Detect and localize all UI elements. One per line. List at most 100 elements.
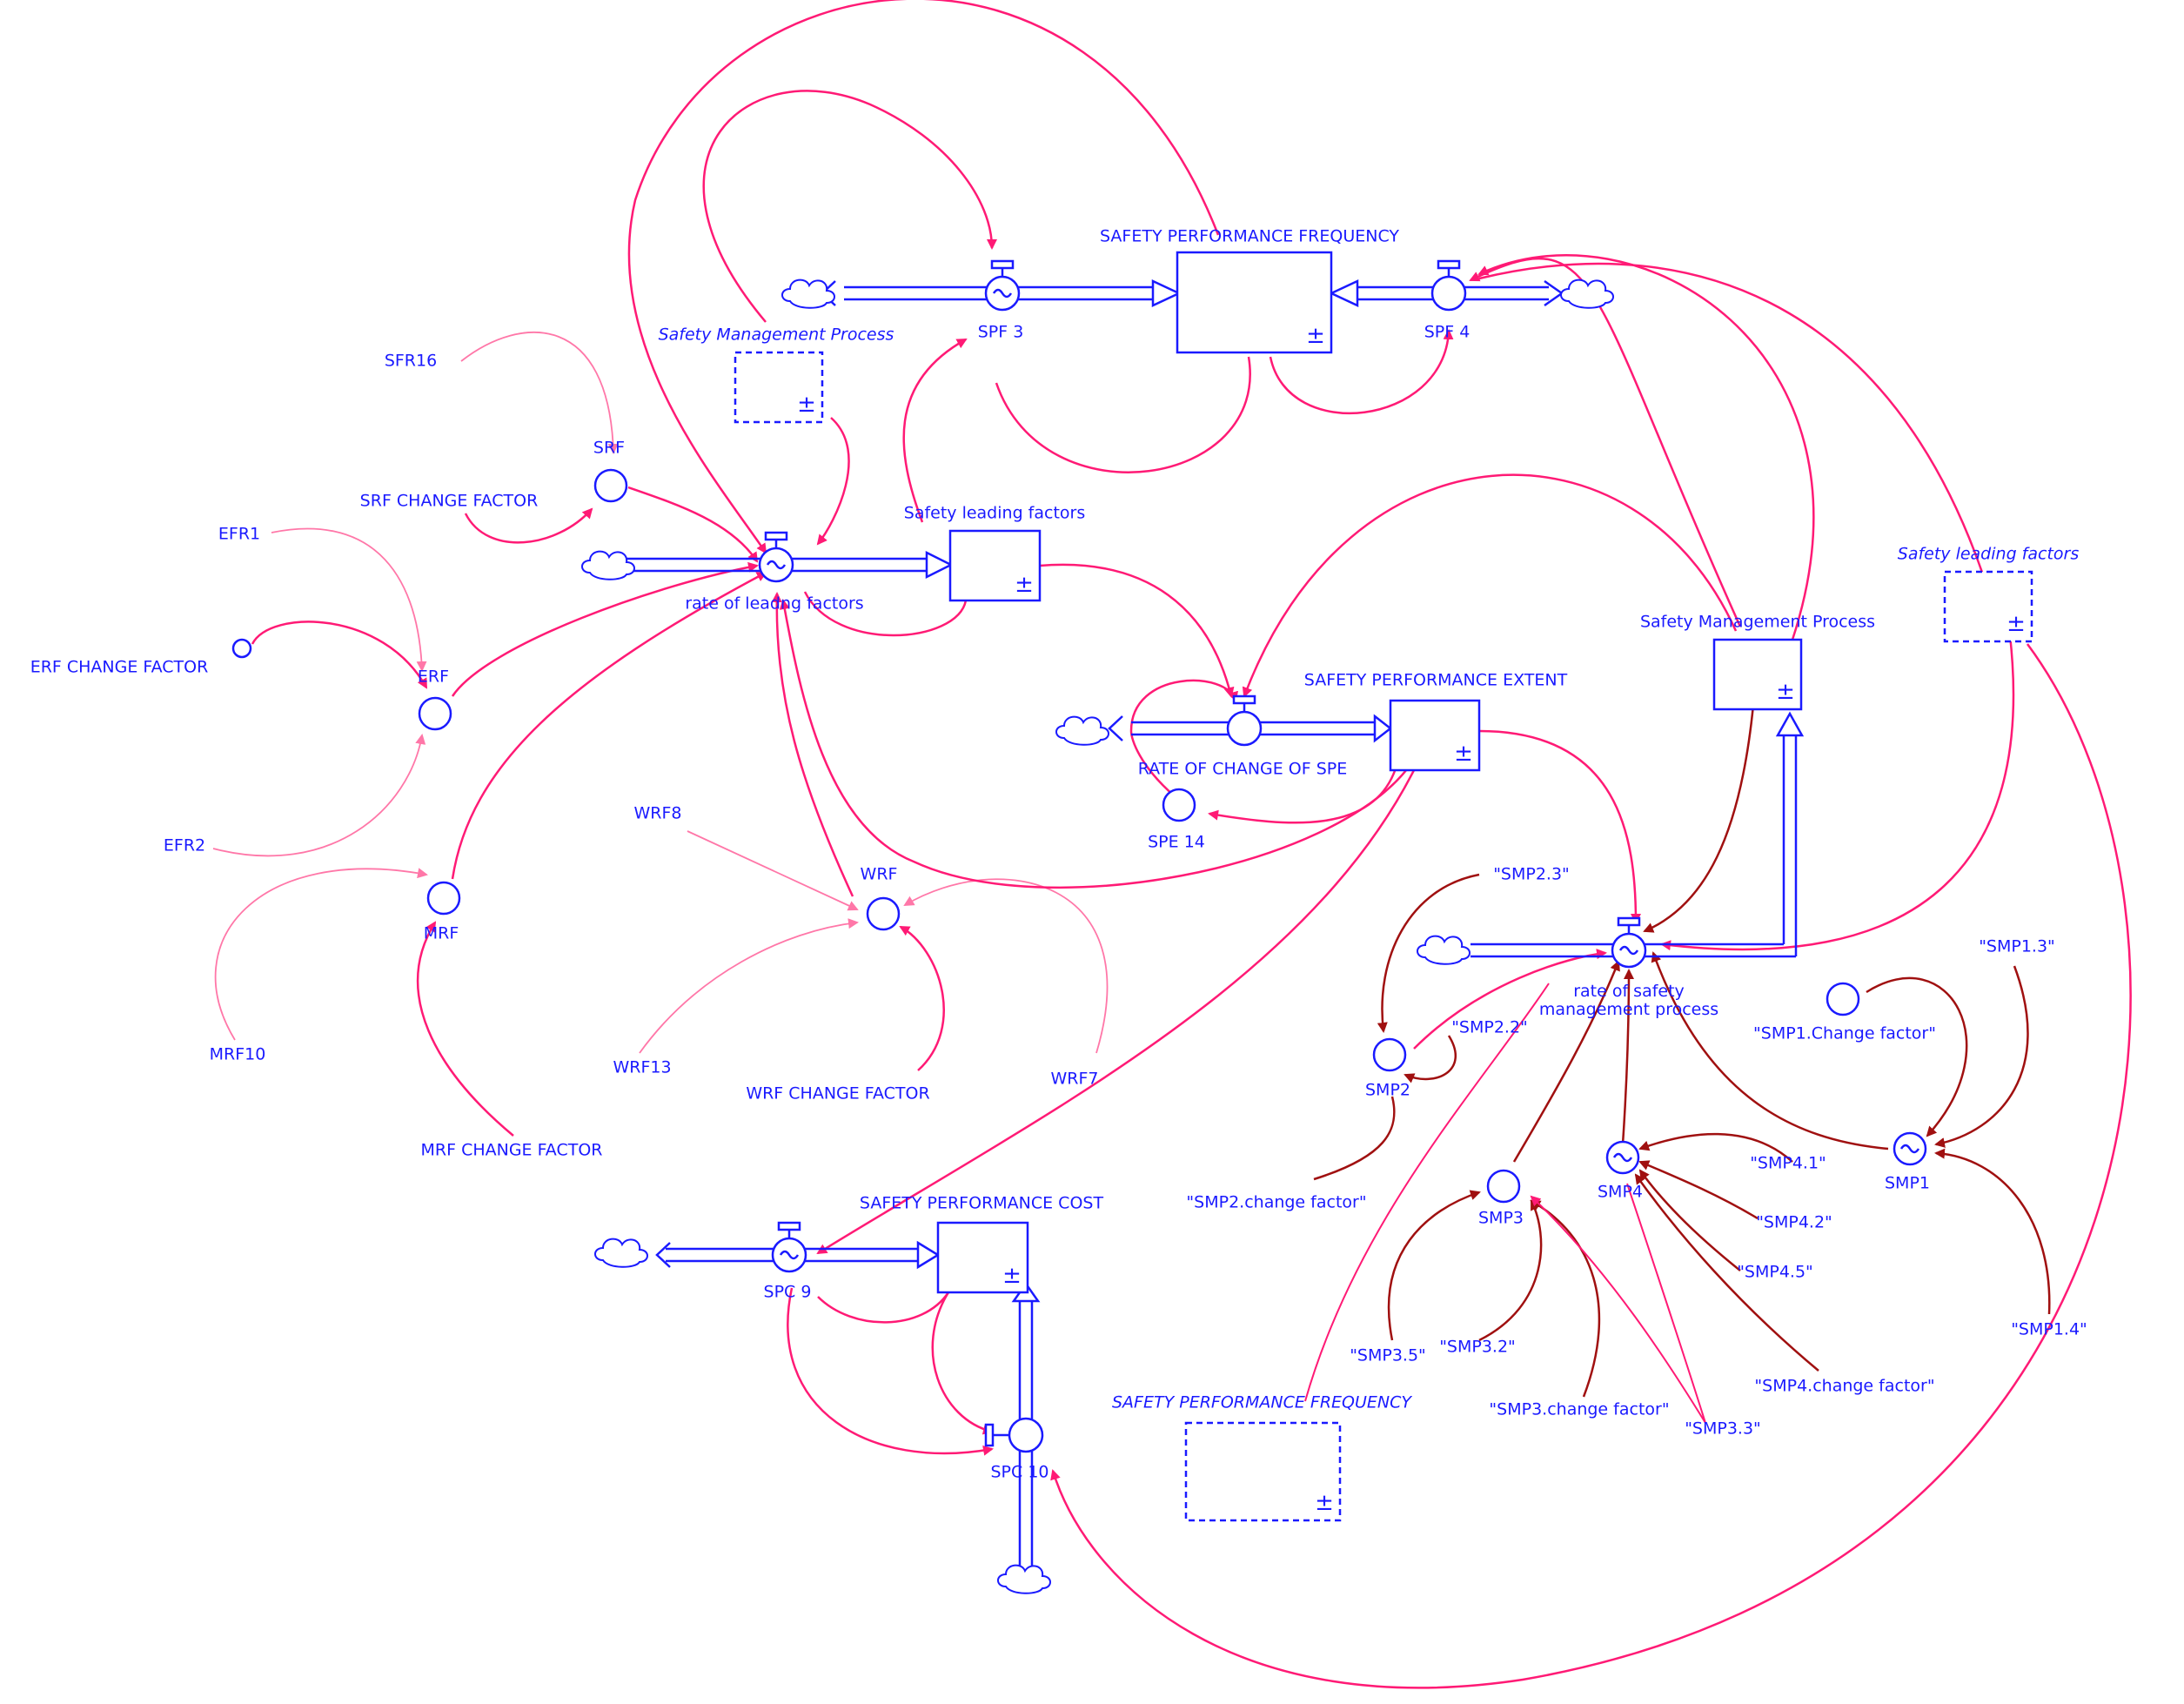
link-spe-to-spe14	[1208, 765, 1398, 824]
ghost-label-slf: Safety leading factors	[1897, 544, 2080, 564]
link-smp45-to-smp4	[1638, 1169, 1741, 1271]
link-wrf13-to-wrf	[639, 918, 859, 1054]
var-smp1-cf: "SMP1.Change factor"	[1753, 1023, 1936, 1043]
link-srfcf-to-srf	[464, 507, 593, 544]
valve-rcspe	[1226, 694, 1263, 747]
var-mrf-cf: MRF CHANGE FACTOR	[420, 1140, 603, 1160]
aux-wrf	[866, 896, 901, 931]
link-smp13-to-smp1	[1934, 965, 2029, 1148]
var-smp35: "SMP3.5"	[1350, 1345, 1426, 1365]
stock-sign-spc: ±	[1002, 1263, 1022, 1289]
link-smp-stock-to-rsmp	[1643, 704, 1755, 933]
var-smp41: "SMP4.1"	[1750, 1153, 1826, 1173]
link-spe-to-spc9	[816, 769, 1416, 1255]
flow-label-spf3: SPF 3	[977, 322, 1024, 342]
link-smp35-to-smp3	[1387, 1190, 1481, 1341]
aux-srf	[593, 468, 628, 503]
var-smp33: "SMP3.3"	[1685, 1419, 1761, 1439]
link-slf-loop-rlf	[803, 591, 968, 637]
link-ghost-smp-to-rlf	[816, 417, 850, 546]
link-smp2cf-to-smp2	[1313, 1096, 1396, 1181]
var-smp3: SMP3	[1478, 1208, 1524, 1228]
link-mrf10-to-mrf	[214, 868, 428, 1041]
valve-rsmp	[1611, 916, 1647, 969]
var-smp45: "SMP4.5"	[1737, 1262, 1813, 1282]
flow-label-rlf: rate of leadng factors	[685, 594, 864, 614]
link-slf-to-rcspe	[1039, 563, 1235, 698]
link-spf-to-spf4-loop	[1269, 329, 1454, 415]
var-smp13: "SMP1.3"	[1979, 936, 2055, 956]
stock-sign-smp: ±	[1776, 679, 1795, 705]
stock-label-slf: Safety leading factors	[903, 503, 1086, 523]
stock-spe	[1389, 699, 1481, 772]
link-smp1cf-to-smp1	[1866, 976, 1968, 1137]
ghost-sign-smp: ±	[797, 392, 816, 418]
link-rcspe-self-loop	[1129, 679, 1238, 732]
var-smp42: "SMP4.2"	[1756, 1212, 1832, 1232]
valve-spc10	[984, 1417, 1044, 1453]
aux-mrf	[426, 881, 461, 916]
aux-smp2	[1372, 1037, 1407, 1072]
link-smp22-to-smp2	[1404, 1035, 1457, 1083]
var-efr1: EFR1	[218, 524, 261, 544]
link-ghost-slf-to-rsmp	[1660, 634, 2015, 951]
stock-sign-spe: ±	[1454, 741, 1473, 767]
valve-rlf	[758, 531, 794, 583]
aux-smp1-cf	[1826, 982, 1860, 1016]
aux-erf-cf	[231, 638, 252, 659]
link-wrf7-to-wrf	[903, 878, 1109, 1054]
link-wrf8-to-wrf	[687, 830, 859, 911]
stocks	[734, 251, 2033, 1522]
var-efr2: EFR2	[163, 835, 206, 855]
var-smp4: SMP4	[1598, 1182, 1643, 1202]
var-wrf: WRF	[860, 864, 898, 884]
link-spe-to-rsmp	[1478, 729, 1641, 924]
link-srf-to-rlf	[627, 486, 759, 563]
link-smp-to-spf4-outer	[1477, 254, 1815, 641]
link-smp4-to-rsmp	[1621, 969, 1634, 1145]
var-smp2-cf: "SMP2.change factor"	[1186, 1192, 1367, 1212]
var-srf-cf: SRF CHANGE FACTOR	[359, 491, 539, 511]
var-smp22: "SMP2.2"	[1451, 1017, 1528, 1037]
link-spf-stock-to-rlf	[627, 0, 1220, 554]
var-erf-cf: ERF CHANGE FACTOR	[30, 657, 209, 677]
valves	[758, 259, 1647, 1453]
var-wrf13: WRF13	[613, 1057, 672, 1077]
var-smp3-cf: "SMP3.change factor"	[1489, 1399, 1670, 1419]
stock-label-smp: Safety Management Process	[1639, 612, 1876, 632]
var-mrf10: MRF10	[209, 1044, 266, 1064]
var-smp4-cf: "SMP4.change factor"	[1754, 1376, 1935, 1396]
link-smp32-to-smp3	[1478, 1199, 1543, 1342]
var-sfr16: SFR16	[384, 351, 438, 371]
stock-label-spf: SAFETY PERFORMANCE FREQUENCY	[1099, 226, 1400, 246]
stock-spf	[1176, 251, 1333, 354]
link-ghost-slf-to-spc10	[1050, 643, 2132, 1689]
link-smp23-to-smp2	[1377, 873, 1480, 1033]
aux-smp3	[1486, 1169, 1521, 1204]
link-wrf-to-rlf	[771, 592, 854, 897]
stock-sign-spf: ±	[1306, 323, 1325, 349]
flow-label-rcspe: RATE OF CHANGE OF SPE	[1137, 759, 1348, 779]
link-wrfcf-to-wrf	[899, 925, 945, 1071]
link-erf-to-rlf	[451, 561, 759, 697]
ghost-spf	[1184, 1421, 1342, 1522]
link-spc-stock-to-spc10	[931, 1291, 994, 1435]
ghost-slf	[1943, 570, 2033, 643]
ghost-sign-spf: ±	[1315, 1490, 1334, 1516]
var-mrf: MRF	[423, 923, 459, 943]
link-spc9-to-spc10	[787, 1287, 994, 1456]
var-smp1: SMP1	[1885, 1173, 1930, 1193]
var-smp14: "SMP1.4"	[2011, 1319, 2087, 1339]
flow-label-spf4: SPF 4	[1424, 322, 1471, 342]
link-ghost-smp-to-spf3	[702, 90, 997, 323]
ghost-label-smp: Safety Management Process	[658, 325, 894, 345]
var-smp32: "SMP3.2"	[1439, 1337, 1516, 1357]
valve-spf4	[1430, 259, 1467, 312]
stock-label-spe: SAFETY PERFORMANCE EXTENT	[1303, 670, 1568, 690]
flow-label-rsmp: rate of safety management process	[1538, 982, 1719, 1019]
link-sfr16-to-srf	[460, 331, 619, 454]
ghost-sign-slf: ±	[2006, 611, 2026, 637]
link-spf-stock-to-spf3-loop	[995, 356, 1251, 473]
aux-erf	[418, 696, 452, 731]
